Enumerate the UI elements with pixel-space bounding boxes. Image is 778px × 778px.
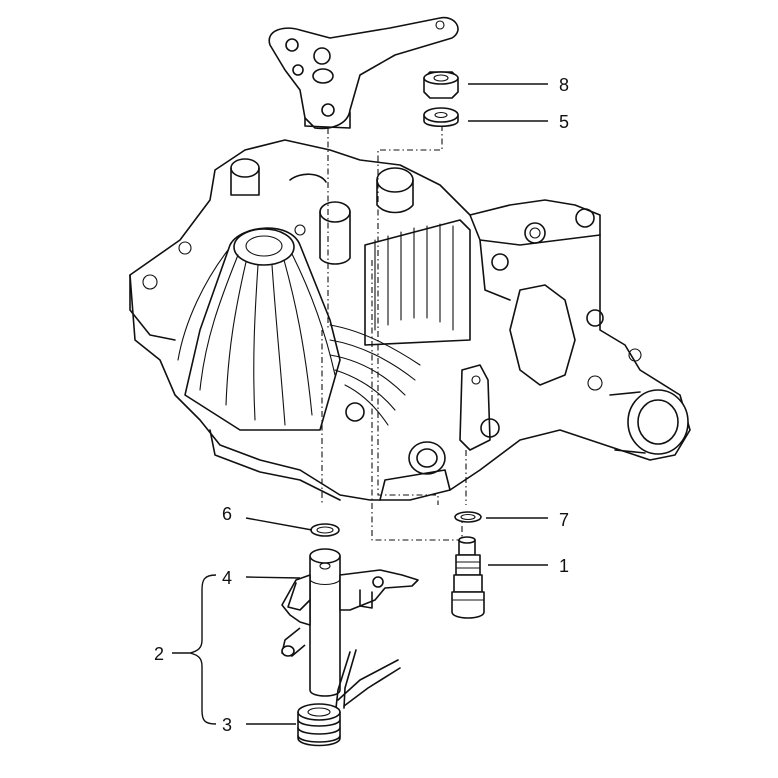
pin-part-1: [451, 536, 485, 619]
callout-8: 8: [559, 75, 569, 95]
retaining-ring-part-7: [454, 511, 482, 523]
callout-6: 6: [222, 504, 232, 524]
callout-7: 7: [559, 510, 569, 530]
callout-1: 1: [559, 556, 569, 576]
callout-5: 5: [559, 112, 569, 132]
assembly-centerlines: [321, 125, 467, 541]
callout-leaders: [172, 83, 548, 725]
nut-part-8: [423, 71, 459, 99]
torsion-spring-part-3: [297, 649, 401, 747]
callout-2: 2: [154, 644, 164, 664]
transmission-housing: [129, 139, 691, 501]
shift-shaft-lever-part-4: [281, 548, 419, 697]
callout-3: 3: [222, 715, 232, 735]
control-arm: [268, 16, 459, 130]
washer-part-5: [423, 107, 459, 128]
callout-4: 4: [222, 568, 232, 588]
retaining-ring-part-6: [310, 523, 340, 537]
